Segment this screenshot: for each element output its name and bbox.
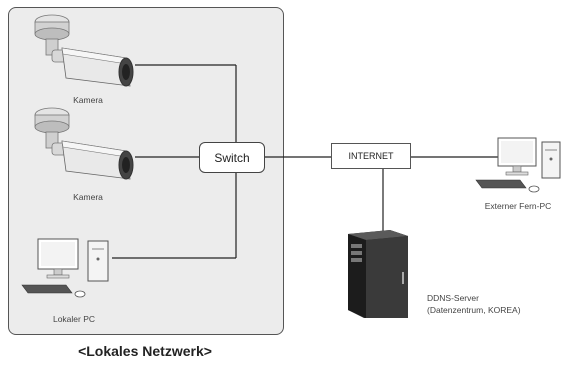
ddns-server-label: DDNS-Server xyxy=(427,293,479,303)
switch-node: Switch xyxy=(199,142,265,173)
camera-2-icon xyxy=(34,107,134,180)
local-pc-label: Lokaler PC xyxy=(52,314,96,324)
ddns-server-sublabel: (Datenzentrum, KOREA) xyxy=(427,305,521,315)
ddns-server-icon xyxy=(348,230,408,318)
internet-label: INTERNET xyxy=(348,151,394,161)
remote-pc-label: Externer Fern-PC xyxy=(484,201,552,211)
camera-2-label: Kamera xyxy=(73,192,103,202)
remote-pc-icon xyxy=(475,137,561,193)
local-pc-icon xyxy=(21,238,109,298)
switch-label: Switch xyxy=(214,150,250,165)
internet-node: INTERNET xyxy=(331,143,411,169)
camera-1-icon xyxy=(34,14,134,87)
camera-1-label: Kamera xyxy=(73,95,103,105)
local-network-title: <Lokales Netzwerk> xyxy=(78,343,212,359)
